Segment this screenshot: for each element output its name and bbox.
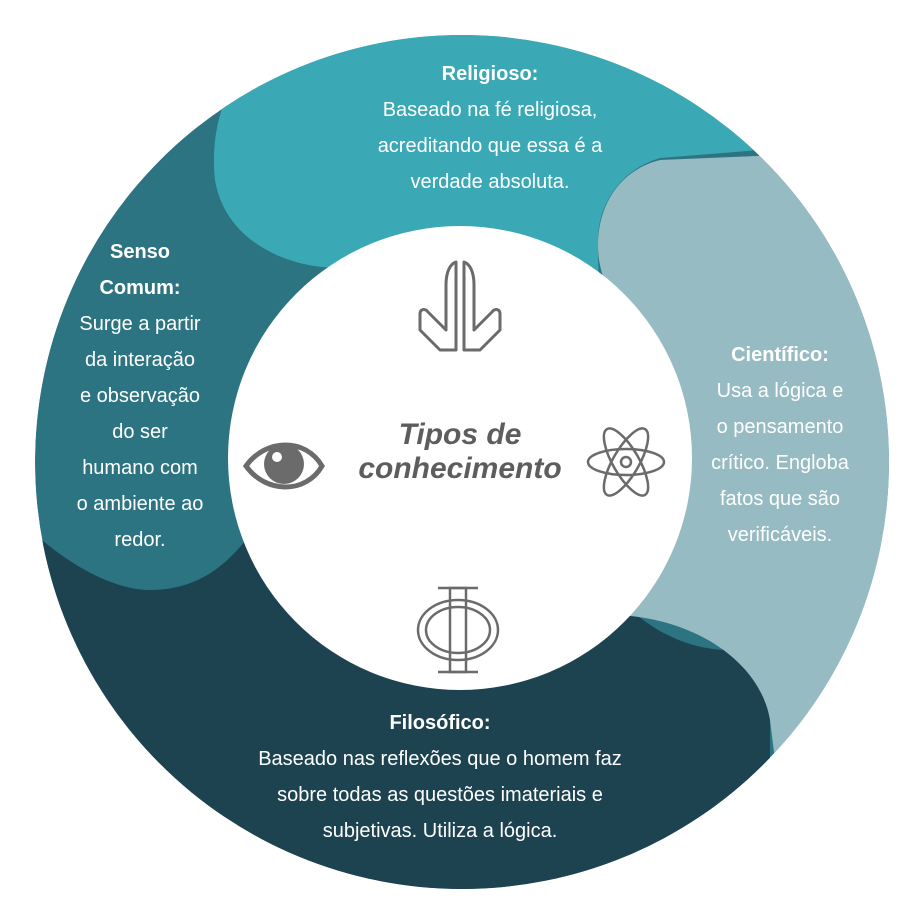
senso-comum-line-6: o ambiente ao xyxy=(76,493,204,515)
senso-comum-line-1: Surge a partir xyxy=(79,313,201,335)
religioso-line-3: verdade absoluta. xyxy=(410,171,570,193)
cientifico-line-5: verificáveis. xyxy=(727,524,833,546)
senso-comum-line-2: da interação xyxy=(84,349,196,371)
senso-comum-text: Senso Comum: Surge a partir da interação… xyxy=(60,234,220,558)
atom-icon xyxy=(586,427,666,497)
cientifico-line-2: o pensamento xyxy=(716,416,844,438)
religioso-text: Religioso: Baseado na fé religiosa, acre… xyxy=(330,56,650,200)
praying-hands-icon xyxy=(418,260,502,352)
cientifico-line-1: Usa a lógica e xyxy=(716,380,844,402)
cientifico-text: Científico: Usa a lógica e o pensamento … xyxy=(690,337,870,553)
filosofico-text: Filosófico: Baseado nas reflexões que o … xyxy=(210,705,670,849)
senso-comum-line-5: humano com xyxy=(82,457,198,479)
religioso-title: Religioso: xyxy=(441,63,539,85)
eye-icon xyxy=(242,442,325,490)
filosofico-line-1: Baseado nas reflexões que o homem faz xyxy=(258,748,622,770)
cientifico-title: Científico: xyxy=(731,344,829,366)
phi-icon xyxy=(416,586,500,674)
religioso-line-2: acreditando que essa é a xyxy=(377,135,603,157)
center-title-line-1: Tipos de xyxy=(398,418,522,451)
senso-comum-title-line-1: Senso xyxy=(109,241,171,263)
senso-comum-title-line-2: Comum: xyxy=(99,277,181,299)
center-title: Tipos de conhecimento xyxy=(330,418,590,486)
senso-comum-line-4: do ser xyxy=(112,421,168,443)
center-title-line-2: conhecimento xyxy=(358,452,562,485)
religioso-segment xyxy=(213,35,760,292)
religioso-line-1: Baseado na fé religiosa, xyxy=(382,99,598,121)
cientifico-segment xyxy=(598,150,889,760)
filosofico-title: Filosófico: xyxy=(389,712,491,734)
cientifico-line-3: crítico. Engloba xyxy=(711,452,849,474)
cientifico-line-4: fatos que são xyxy=(719,488,841,510)
filosofico-line-2: sobre todas as questões imateriais e xyxy=(277,784,603,806)
senso-comum-line-3: e observação xyxy=(79,385,201,407)
filosofico-line-3: subjetivas. Utiliza a lógica. xyxy=(322,820,558,842)
senso-comum-line-7: redor. xyxy=(114,529,166,551)
center-circle xyxy=(228,226,692,690)
